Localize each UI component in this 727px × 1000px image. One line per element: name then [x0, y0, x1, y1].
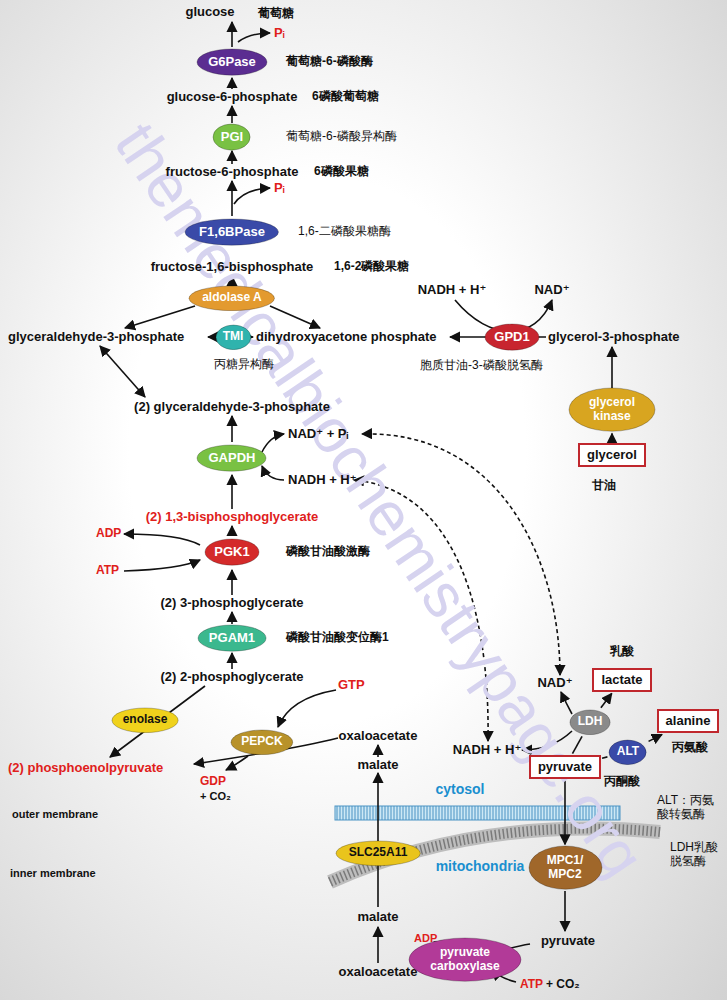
metabolite: fructose-6-phosphate	[166, 165, 299, 180]
chinese-note: 葡萄糖-6-磷酸异构酶	[286, 130, 397, 144]
node-text: pyruvate	[538, 760, 592, 775]
enzyme-shape: GPD1	[484, 323, 540, 351]
node-text: ALT	[617, 745, 639, 759]
enzyme-shape: PGAM1	[197, 624, 267, 652]
chinese-note: LDH乳酸脱氢酶	[670, 841, 720, 869]
metabolite: oxaloacetate	[339, 965, 418, 980]
chinese-note: 磷酸甘油酸变位酶1	[286, 631, 389, 645]
cofactor: ATP	[96, 564, 119, 578]
metabolite: oxaloacetate	[339, 729, 418, 744]
metabolite: (2) glyceraldehyde-3-phosphate	[134, 400, 330, 415]
enzyme-shape: MPC1/ MPC2	[528, 845, 603, 890]
metabolite: (2) 2-phosphoglycerate	[160, 670, 303, 685]
cofactor: ADP	[96, 527, 121, 541]
metabolite: (2) 3-phosphoglycerate	[160, 596, 303, 611]
cofactor: NADH + H⁺	[453, 743, 522, 758]
chinese-note: 葡萄糖	[258, 7, 294, 21]
membrane-label: inner membrane	[10, 867, 96, 880]
node-text: aldolase A	[202, 291, 262, 305]
metabolite: malate	[357, 910, 398, 925]
cofactor: NAD⁺	[537, 676, 572, 691]
metabolite: glycerol-3-phosphate	[548, 330, 679, 345]
metabolite: fructose-1,6-bisphosphate	[151, 260, 314, 275]
chinese-note: 1,6-二磷酸果糖酶	[298, 225, 391, 239]
enzyme-shape: glycerol kinase	[568, 387, 656, 432]
metabolite-box: pyruvate	[529, 755, 601, 780]
enzyme-shape: PGK1	[204, 538, 260, 566]
node-text: TMI	[223, 330, 244, 344]
enzyme-shape: LDH	[569, 709, 611, 736]
enzyme-shape: GAPDH	[196, 444, 267, 472]
cofactor: ATP	[520, 978, 543, 992]
enzyme-shape: F1,6BPase	[184, 218, 279, 246]
connector	[602, 757, 607, 758]
node-text: lactate	[601, 673, 642, 688]
cofactor: Pᵢ	[274, 181, 285, 196]
metabolite: glucose	[185, 5, 234, 20]
metabolite: glyceraldehyde-3-phosphate	[8, 330, 184, 345]
node-text: enolase	[123, 713, 168, 727]
chinese-note: 6磷酸葡萄糖	[312, 90, 379, 104]
enzyme-shape: TMI	[215, 324, 252, 351]
enzyme-shape: G6Pase	[196, 48, 268, 76]
cofactor: NADH + H⁺	[418, 283, 487, 298]
connector	[601, 693, 612, 707]
metabolite-box: glycerol	[578, 443, 646, 468]
cofactor: NAD⁺	[534, 283, 569, 298]
enzyme-shape: PEPCK	[230, 729, 294, 756]
chinese-note: 乳酸	[610, 645, 634, 659]
metabolite: (2) phosphoenolpyruvate	[8, 761, 163, 776]
node-text: PGI	[221, 130, 243, 145]
node-text: glycerol kinase	[582, 396, 642, 424]
cofactor: + CO₂	[546, 978, 580, 992]
node-text: PGK1	[214, 545, 249, 560]
node-text: PGAM1	[209, 631, 255, 646]
compartment-label: cytosol	[435, 781, 484, 797]
connector	[649, 734, 662, 741]
chinese-note: 甘油	[592, 479, 616, 493]
metabolite-box: alanine	[657, 709, 720, 734]
enzyme-shape: ALT	[608, 739, 647, 766]
membrane-label: outer membrane	[12, 808, 98, 821]
node-text: LDH	[578, 715, 603, 729]
cofactor: NADH + H⁺	[288, 473, 357, 488]
cofactor: GDP	[200, 775, 226, 789]
enzyme-shape: PGI	[212, 123, 251, 151]
chinese-note: ALT：丙氨酸转氨酶	[657, 794, 721, 822]
node-text: G6Pase	[208, 55, 256, 70]
enzyme-shape: SLC25A11	[335, 840, 421, 867]
chinese-note: 葡萄糖-6-磷酸酶	[286, 55, 373, 69]
metabolite: (2) 1,3-bisphosphoglycerate	[146, 510, 319, 525]
node-text: alanine	[666, 714, 711, 729]
metabolite: malate	[357, 758, 398, 773]
cofactor: GTP	[338, 678, 365, 693]
cofactor: + CO₂	[200, 790, 231, 803]
chinese-note: 丙酮酸	[604, 775, 640, 789]
cofactor: Pᵢ	[274, 26, 285, 41]
cofactor: NAD⁺ + Pᵢ	[288, 427, 348, 442]
node-text: glycerol	[587, 448, 637, 463]
metabolite: glucose-6-phosphate	[167, 90, 298, 105]
node-text: MPC1/ MPC2	[540, 854, 590, 882]
node-text: PEPCK	[241, 735, 282, 749]
enzyme-shape: pyruvate carboxylase	[408, 937, 522, 982]
metabolite-box: lactate	[592, 668, 651, 693]
chinese-note: 磷酸甘油酸激酶	[286, 545, 370, 559]
node-text: GAPDH	[209, 451, 256, 466]
enzyme-shape: enolase	[111, 707, 179, 734]
connector	[611, 434, 613, 442]
node-text: GPD1	[494, 330, 529, 345]
chinese-note: 1,6-2磷酸果糖	[334, 260, 409, 274]
node-text: SLC25A11	[349, 846, 408, 860]
chinese-note: 丙糖异构酶	[214, 358, 274, 372]
enzyme-shape: aldolase A	[188, 285, 275, 312]
node-text: pyruvate carboxylase	[425, 946, 505, 974]
node-text: F1,6BPase	[199, 225, 265, 240]
chinese-note: 6磷酸果糖	[314, 165, 369, 179]
metabolite: pyruvate	[541, 934, 595, 949]
chinese-note: 丙氨酸	[672, 741, 708, 755]
metabolite: dihydroxyacetone phosphate	[256, 330, 437, 345]
chinese-note: 胞质甘油-3-磷酸脱氢酶	[420, 359, 543, 373]
compartment-label: mitochondria	[436, 858, 525, 874]
